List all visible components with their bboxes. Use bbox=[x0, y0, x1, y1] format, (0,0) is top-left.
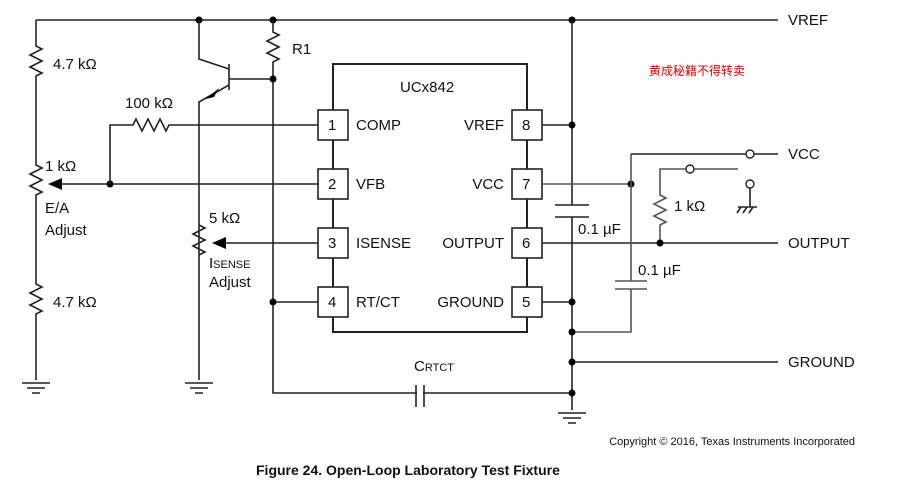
junction-dot bbox=[568, 121, 576, 129]
pot-isense-name-2: Adjust bbox=[209, 274, 252, 291]
pin-6-label: OUTPUT bbox=[442, 235, 504, 252]
pin-5-number: 5 bbox=[522, 294, 530, 311]
transistor-collector bbox=[198, 20, 230, 70]
switch-terminal-icon bbox=[685, 164, 695, 174]
transistor-emitter bbox=[198, 84, 230, 380]
r-top-left-label: 4.7 kΩ bbox=[53, 56, 97, 73]
ic-pin-4 bbox=[317, 286, 349, 318]
r-output-label: 1 kΩ bbox=[674, 198, 705, 215]
crtct-capacitor bbox=[415, 385, 425, 407]
vcc-cap-wire bbox=[572, 154, 632, 333]
pot-ea-name-2: Adjust bbox=[45, 222, 88, 239]
pot-isense-name: ISENSE bbox=[209, 255, 250, 272]
vcc-decouple-cap bbox=[615, 280, 647, 290]
ic-name: UCx842 bbox=[400, 79, 454, 96]
pin-4-label: RT/CT bbox=[356, 294, 400, 311]
ground-symbol bbox=[558, 412, 586, 424]
vcc-terminal-icon bbox=[745, 149, 755, 159]
pin-7-number: 7 bbox=[522, 176, 530, 193]
r-bottom-left-label: 4.7 kΩ bbox=[53, 294, 97, 311]
pin-3-label: ISENSE bbox=[356, 235, 411, 252]
isense-wiper-arrow-icon bbox=[212, 237, 226, 249]
r1-resistor bbox=[265, 20, 572, 394]
junction-dot bbox=[656, 239, 664, 247]
net-vcc-label: VCC bbox=[788, 146, 820, 163]
pin-8-number: 8 bbox=[522, 117, 530, 134]
c-vref-label: 0.1 µF bbox=[578, 221, 621, 238]
left-divider-wire bbox=[28, 20, 44, 380]
isense-pot bbox=[191, 224, 207, 256]
junction-dot bbox=[568, 298, 576, 306]
ic-pin-3 bbox=[317, 227, 349, 259]
pin-7-label: VCC bbox=[472, 176, 504, 193]
switch-ground-terminal-icon bbox=[745, 179, 755, 189]
pin-6-number: 6 bbox=[522, 235, 530, 252]
output-resistor bbox=[652, 168, 738, 243]
net-output-label: OUTPUT bbox=[788, 235, 850, 252]
ea-wiper-arrow-icon bbox=[48, 178, 62, 190]
net-ground-label: GROUND bbox=[788, 354, 855, 371]
pin-3-number: 3 bbox=[328, 235, 336, 252]
r1-label: R1 bbox=[292, 41, 311, 58]
ic-pin-2 bbox=[317, 168, 349, 200]
vref-decouple-cap bbox=[555, 204, 589, 218]
comp-resistor-wire bbox=[109, 117, 320, 184]
pot-ea-name-1: E/A bbox=[45, 200, 69, 217]
c-vcc-label: 0.1 µF bbox=[638, 262, 681, 279]
junction-dot bbox=[269, 75, 277, 83]
junction-dot bbox=[269, 298, 277, 306]
chassis-ground-icon bbox=[736, 188, 757, 214]
net-vref-label: VREF bbox=[788, 12, 828, 29]
ic-body bbox=[332, 63, 528, 333]
pin-8-label: VREF bbox=[464, 117, 504, 134]
ground-symbol bbox=[185, 382, 213, 394]
pot-isense-label: 5 kΩ bbox=[209, 210, 240, 227]
ic-pin-1 bbox=[317, 109, 349, 141]
copyright: Copyright © 2016, Texas Instruments Inco… bbox=[609, 436, 855, 448]
emitter-arrow-icon bbox=[206, 88, 219, 99]
pot-ea-label: 1 kΩ bbox=[45, 158, 76, 175]
pin-2-number: 2 bbox=[328, 176, 336, 193]
junction-dot bbox=[568, 358, 576, 366]
r-comp-label: 100 kΩ bbox=[125, 95, 173, 112]
junction-dot bbox=[568, 389, 576, 397]
ground-symbol bbox=[22, 382, 50, 394]
figure-caption: Figure 24. Open-Loop Laboratory Test Fix… bbox=[256, 462, 560, 478]
watermark: 黄成秘籍不得转卖 bbox=[649, 63, 745, 78]
pin-2-label: VFB bbox=[356, 176, 385, 193]
crtct-label: CRTCT bbox=[414, 358, 454, 375]
pin-1-label: COMP bbox=[356, 117, 401, 134]
pin-5-label: GROUND bbox=[437, 294, 504, 311]
junction-dot bbox=[568, 328, 576, 336]
pin-4-number: 4 bbox=[328, 294, 336, 311]
pin-1-number: 1 bbox=[328, 117, 336, 134]
